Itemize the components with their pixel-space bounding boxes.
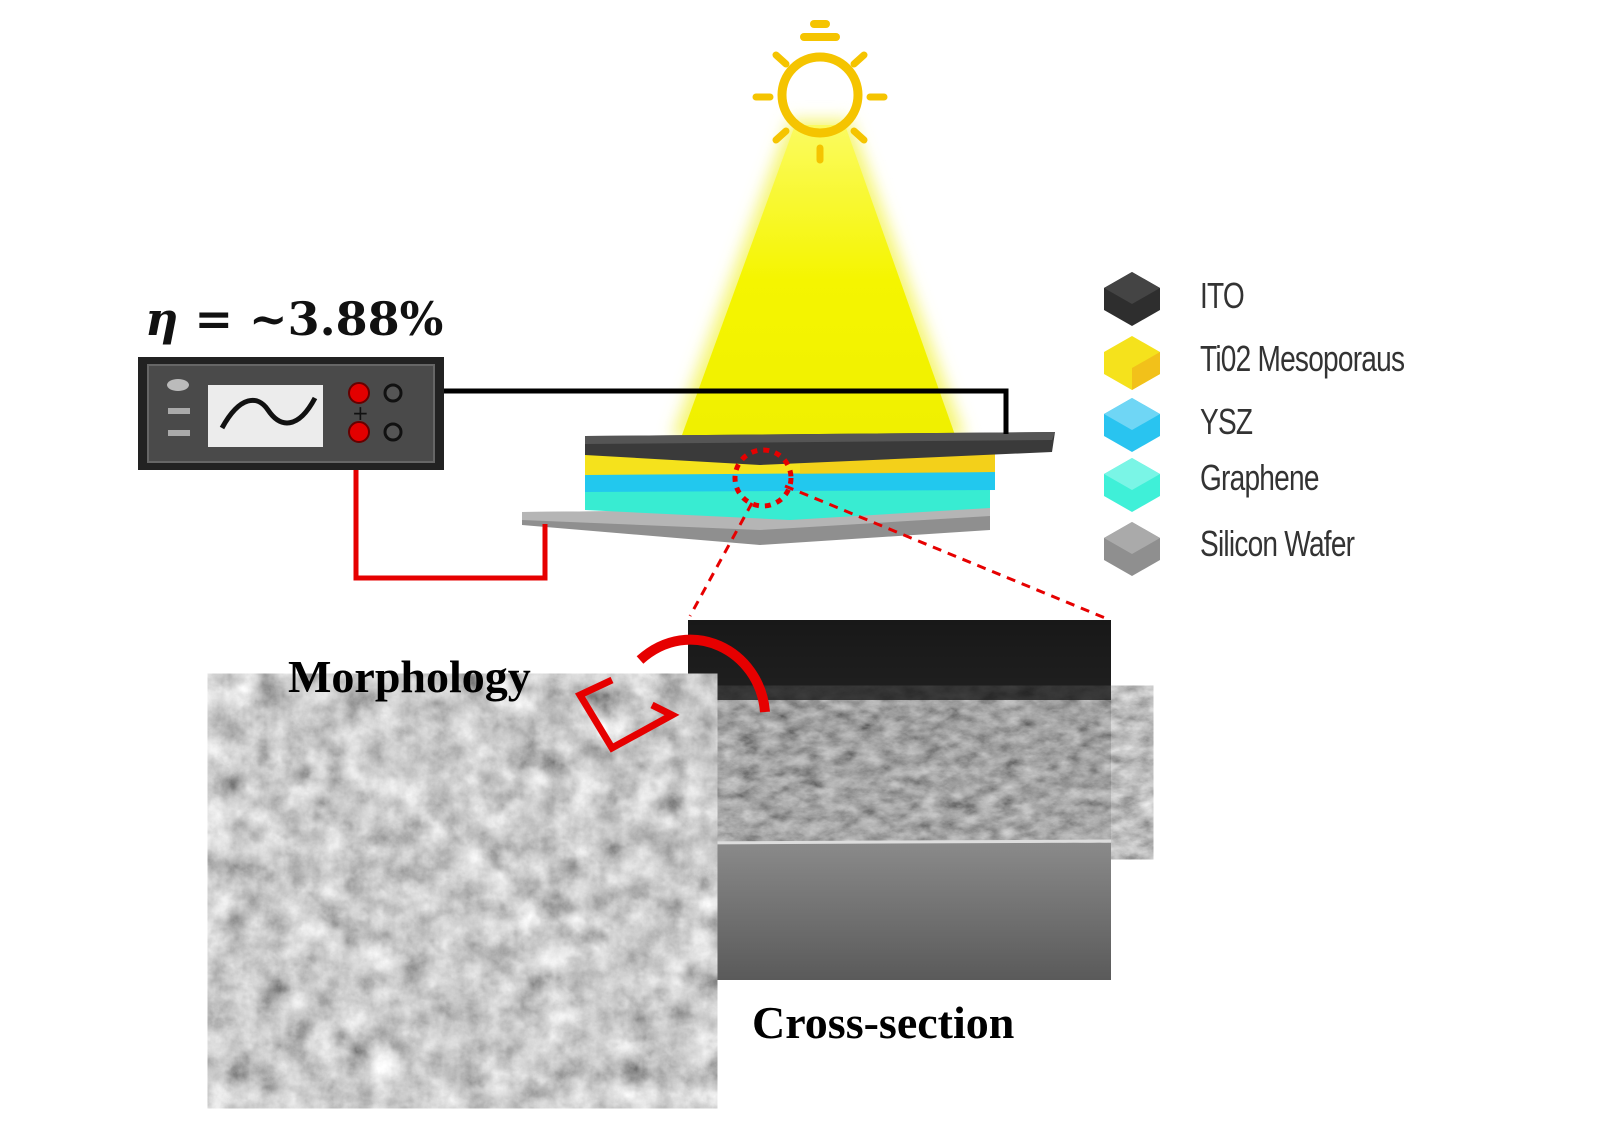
- legend-swatch-tio2: [1104, 336, 1160, 390]
- legend-label-tio2: Ti02 Mesoporaus: [1200, 338, 1405, 379]
- multimeter-device: +: [138, 357, 444, 470]
- legend-label-silicon-wafer: Silicon Wafer: [1200, 523, 1355, 564]
- legend-swatch-graphene: [1104, 458, 1160, 512]
- light-beam: [672, 120, 965, 438]
- efficiency-value: = ~3.88%: [194, 292, 444, 346]
- legend-swatches: [1104, 272, 1160, 576]
- eta-symbol: η: [145, 292, 179, 346]
- cross-section-caption: Cross-section: [752, 997, 1015, 1048]
- legend-label-graphene: Graphene: [1200, 457, 1319, 498]
- svg-text:+: +: [352, 401, 369, 425]
- zoom-region-marker: [732, 447, 794, 509]
- sine-wave-icon: [219, 396, 318, 430]
- positive-wire: [353, 432, 548, 581]
- morphology-caption: Morphology: [288, 651, 531, 702]
- light-bulb-icon: [752, 20, 888, 164]
- legend-swatch-ito: [1104, 272, 1160, 326]
- efficiency-label: η = ~3.88%: [145, 292, 443, 346]
- graphene-layer: [585, 488, 990, 520]
- morphology-sem-image: [250, 710, 675, 1072]
- curved-arrow-icon: [574, 634, 770, 753]
- negative-terminal: [383, 383, 403, 403]
- legend-label-ysz: YSZ: [1200, 401, 1253, 442]
- legend-label-ito: ITO: [1200, 275, 1245, 316]
- negative-wire: [393, 388, 1009, 434]
- legend-swatch-ysz: [1104, 398, 1160, 452]
- legend-swatch-silicon: [1104, 522, 1160, 576]
- positive-terminal: [348, 382, 370, 404]
